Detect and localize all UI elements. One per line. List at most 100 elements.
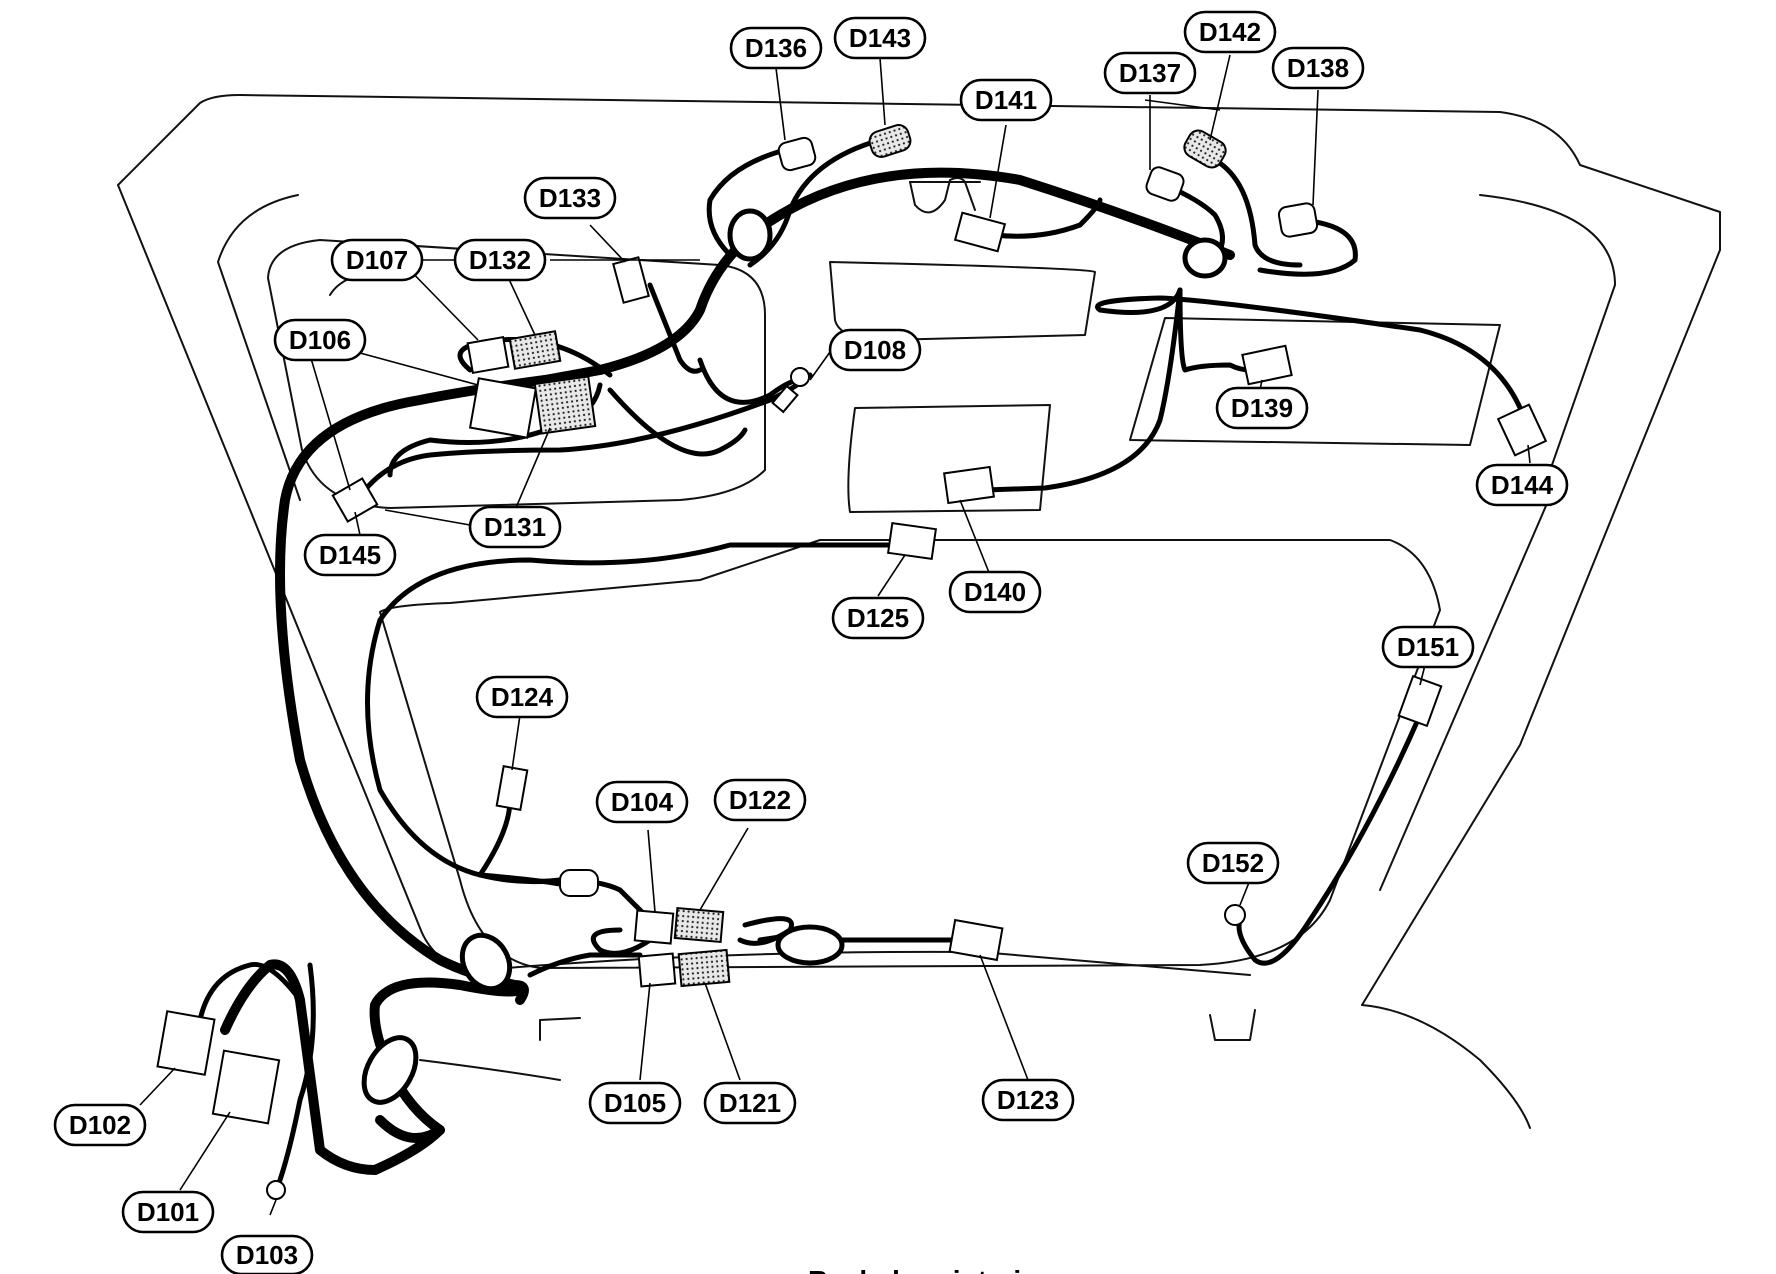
connector-D132 xyxy=(508,330,562,370)
connector-D121 xyxy=(677,948,731,988)
grommet-lower-center xyxy=(775,924,845,966)
svg-text:D121: D121 xyxy=(719,1088,781,1118)
callout-D139: D139 xyxy=(1215,386,1309,430)
callout-D124: D124 xyxy=(475,675,569,719)
callout-D151: D151 xyxy=(1381,625,1475,669)
svg-text:D102: D102 xyxy=(69,1110,131,1140)
callout-D121: D121 xyxy=(703,1081,797,1125)
connector-D133 xyxy=(612,256,650,304)
grommets xyxy=(361,208,1228,1105)
svg-text:D140: D140 xyxy=(964,577,1026,607)
connector-D140 xyxy=(943,465,995,505)
svg-text:D108: D108 xyxy=(844,335,906,365)
svg-text:D137: D137 xyxy=(1119,58,1181,88)
connector-D142 xyxy=(1183,129,1227,169)
svg-text:D105: D105 xyxy=(604,1088,666,1118)
svg-text:D152: D152 xyxy=(1202,848,1264,878)
callout-D136: D136 xyxy=(729,26,823,70)
connector-D144 xyxy=(1496,403,1548,457)
connector-D101 xyxy=(211,1049,281,1125)
connector-D108 xyxy=(771,367,810,414)
svg-text:D132: D132 xyxy=(469,245,531,275)
svg-text:D141: D141 xyxy=(975,85,1037,115)
callout-D103: D103 xyxy=(220,1234,314,1274)
connector-D131 xyxy=(533,375,597,435)
svg-text:D143: D143 xyxy=(849,23,911,53)
connector-D152 xyxy=(1224,904,1246,926)
callout-D106: D106 xyxy=(273,318,367,362)
connector-D145 xyxy=(331,477,379,523)
callout-D104: D104 xyxy=(595,780,689,824)
callout-D105: D105 xyxy=(588,1081,682,1125)
callout-D107: D107 xyxy=(330,238,424,282)
main-harness-trunk xyxy=(220,167,1235,1175)
svg-text:D139: D139 xyxy=(1231,393,1293,423)
svg-text:D144: D144 xyxy=(1491,470,1554,500)
svg-text:D104: D104 xyxy=(611,787,674,817)
callout-D132: D132 xyxy=(453,238,547,282)
svg-text:D101: D101 xyxy=(137,1197,199,1227)
svg-text:D103: D103 xyxy=(236,1240,298,1270)
callout-D143: D143 xyxy=(833,16,927,60)
callout-D125: D125 xyxy=(831,596,925,640)
connector-D137 xyxy=(1145,166,1185,202)
connector-D122 xyxy=(673,906,725,944)
svg-text:D123: D123 xyxy=(997,1085,1059,1115)
connector-D103 xyxy=(266,1180,286,1200)
callout-D101: D101 xyxy=(121,1190,215,1234)
svg-text:D151: D151 xyxy=(1397,632,1459,662)
connector-D105 xyxy=(637,952,677,988)
connector-D102 xyxy=(156,1010,216,1076)
callout-D142: D142 xyxy=(1183,10,1277,54)
upper-right-recess xyxy=(1129,317,1501,446)
callout-D144: D144 xyxy=(1475,463,1569,507)
svg-text:D125: D125 xyxy=(847,603,909,633)
svg-text:D133: D133 xyxy=(539,183,601,213)
svg-text:D131: D131 xyxy=(484,512,546,542)
connector-D107 xyxy=(466,335,510,375)
callout-D145: D145 xyxy=(303,533,397,577)
callout-D131: D131 xyxy=(468,505,562,549)
svg-text:D106: D106 xyxy=(289,325,351,355)
connector-D143 xyxy=(868,124,912,158)
connector-D104 xyxy=(633,909,675,945)
svg-text:D124: D124 xyxy=(491,682,554,712)
connector-D151 xyxy=(1397,674,1443,728)
grommet-bottom-left xyxy=(361,1035,419,1105)
center-recess xyxy=(847,404,1051,513)
connector-D124 xyxy=(495,765,529,811)
footer-caption: Back door interior xyxy=(808,1265,1049,1274)
door-inner-frame xyxy=(217,194,1616,891)
connector-D106 xyxy=(468,377,538,439)
callout-D108: D108 xyxy=(828,328,922,372)
callout-D137: D137 xyxy=(1103,51,1197,95)
bottom-edge-details xyxy=(539,1009,1256,1041)
callout-D152: D152 xyxy=(1186,841,1280,885)
connector-D123 xyxy=(948,918,1004,962)
callout-D141: D141 xyxy=(959,78,1053,122)
callout-D140: D140 xyxy=(948,570,1042,614)
inline-sleeve xyxy=(559,869,599,897)
connector-D125 xyxy=(886,521,938,561)
svg-text:D145: D145 xyxy=(319,540,381,570)
callout-labels: D136 D143 D141 D137 D142 D138 D133 D107 xyxy=(53,10,1569,1274)
callout-D123: D123 xyxy=(981,1078,1075,1122)
grommet-upper-left xyxy=(727,208,773,262)
grommet-lower-left xyxy=(459,932,513,992)
callout-D102: D102 xyxy=(53,1103,147,1147)
svg-text:D122: D122 xyxy=(729,785,791,815)
svg-text:D136: D136 xyxy=(745,33,807,63)
leader-lines xyxy=(139,54,1531,1216)
callout-D133: D133 xyxy=(523,176,617,220)
callout-D122: D122 xyxy=(713,778,807,822)
svg-text:D107: D107 xyxy=(346,245,408,275)
svg-text:D142: D142 xyxy=(1199,17,1261,47)
connector-D138 xyxy=(1277,202,1319,238)
upper-center-recess xyxy=(829,176,1096,341)
connector-D141 xyxy=(953,211,1007,253)
grommet-upper-right xyxy=(1182,237,1228,279)
callout-D138: D138 xyxy=(1271,46,1365,90)
branch-wires xyxy=(197,137,1528,1183)
connector-D136 xyxy=(777,136,817,172)
